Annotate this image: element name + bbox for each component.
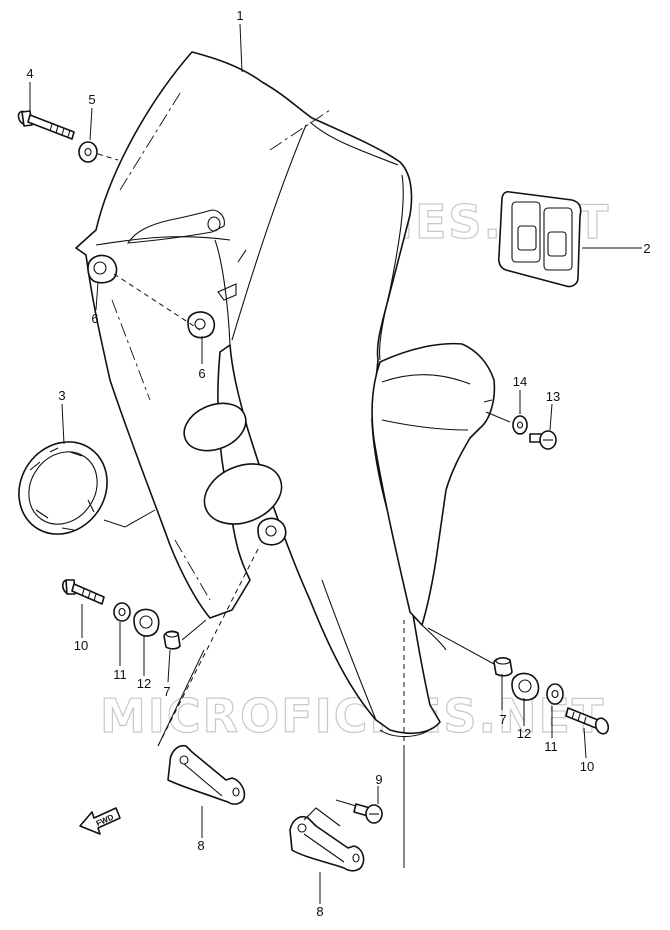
part-12-spacer-left[interactable] (133, 608, 160, 637)
callout-10b: 10 (580, 759, 594, 774)
part-7-collar-left[interactable] (163, 630, 181, 650)
callout-8b: 8 (316, 904, 323, 919)
callout-1: 1 (236, 8, 243, 23)
part-5-washer[interactable] (78, 141, 98, 163)
callout-13: 13 (546, 389, 560, 404)
part-2-reflector[interactable] (497, 190, 582, 288)
part-1-fairing-cover[interactable] (75, 51, 441, 738)
part-12-spacer-right[interactable] (511, 672, 540, 701)
callout-7b: 7 (499, 712, 506, 727)
part-10-bolt-left[interactable] (61, 579, 105, 605)
callout-9: 9 (375, 772, 382, 787)
part-8-bracket-left[interactable] (167, 744, 246, 805)
callout-5: 5 (88, 92, 95, 107)
callout-7a: 7 (163, 684, 170, 699)
part-10-bolt-right[interactable] (565, 707, 610, 736)
part-13-screw[interactable] (529, 430, 557, 450)
part-8-bracket-right[interactable] (289, 807, 365, 872)
part-9-screw[interactable] (353, 803, 383, 824)
callout-11b: 11 (544, 739, 558, 754)
part-6-grommet-cover (257, 517, 287, 546)
callout-6b: 6 (198, 366, 205, 381)
leader-lines (29, 23, 642, 904)
part-11-washer-right[interactable] (546, 683, 564, 705)
part-3-grommet-ring[interactable] (1, 425, 125, 552)
callout-11a: 11 (113, 667, 127, 682)
part-11-washer-left[interactable] (113, 602, 131, 622)
part-14-washer[interactable] (512, 415, 528, 435)
callout-14: 14 (513, 374, 527, 389)
fwd-label: FWD (95, 812, 116, 828)
part-6-grommet-lower[interactable] (187, 311, 216, 339)
callout-6a: 6 (91, 311, 98, 326)
part-4-bolt[interactable] (16, 109, 75, 140)
dashed-assembly-lines (97, 153, 405, 750)
callout-labels: 1 2 3 4 5 6 6 7 7 8 8 9 10 10 11 11 12 1… (26, 8, 650, 919)
callout-8a: 8 (197, 838, 204, 853)
part-6-grommet-upper[interactable] (87, 254, 118, 284)
part-7-collar-right[interactable] (493, 657, 513, 677)
fwd-direction-arrow: FWD (79, 807, 121, 835)
callout-3: 3 (58, 388, 65, 403)
callout-12a: 12 (137, 676, 151, 691)
callout-4: 4 (26, 66, 33, 81)
callout-10a: 10 (74, 638, 88, 653)
part-1-side-scoop (371, 342, 496, 651)
callout-12b: 12 (517, 726, 531, 741)
callout-2: 2 (643, 241, 650, 256)
